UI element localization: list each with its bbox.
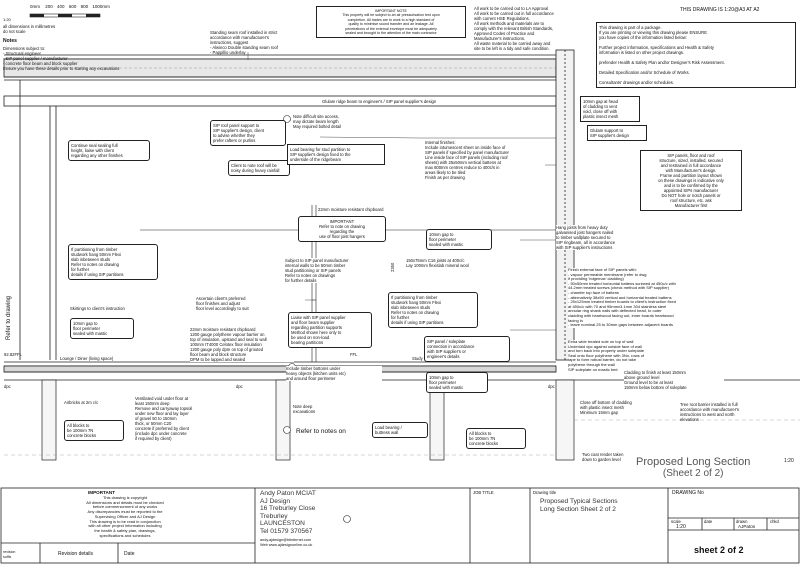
- sheet-number: sheet 2 of 2: [694, 545, 744, 555]
- note-roof-noisy: Client to note roof will be noisy during…: [228, 160, 290, 176]
- title-block-lines: [0, 487, 800, 564]
- room-label-lounge: Lounge / Diner (living space): [60, 356, 114, 361]
- scale-tick-3: 600: [68, 4, 77, 9]
- drawn-value: AJPaton: [738, 524, 756, 529]
- drawn-label: drawn: [736, 519, 748, 524]
- scale-tick-2: 400: [57, 4, 65, 9]
- company-contact: andy.ajdesign@btinternet.com Web www.ajd…: [260, 538, 313, 547]
- level-mid: FFL: [350, 352, 358, 357]
- sheet-title-scale: 1:20: [784, 458, 794, 464]
- note-gap-head: 10mm gap at head of cladding to vent voi…: [580, 96, 640, 122]
- note-package: This drawing is part of a package. If yo…: [596, 22, 796, 88]
- note-client-finishes: Ascertain client's preferred floor finis…: [196, 296, 282, 311]
- note-close-off: Close off bottom of cladding with plasti…: [580, 400, 660, 415]
- dpc-right: dpc: [548, 384, 555, 389]
- sheet-title-main: Proposed Long Section: [636, 456, 751, 468]
- note-blocks-mid: All blocks to be 100mm 7N concrete block…: [466, 428, 526, 449]
- sheet-title-sub: (Sheet 2 of 2): [662, 468, 724, 479]
- note-skirtings: Skirtings to client's instruction: [70, 306, 160, 311]
- scale-ratio: 1:20: [3, 17, 11, 22]
- refer-notes-label: Refer to notes on: [296, 428, 346, 435]
- note-site-access: Note difficult site access, may dictate …: [293, 114, 365, 129]
- notes-body: Dimensions subject to: - Structural engi…: [3, 46, 120, 71]
- scale-value: 1:20: [676, 524, 686, 530]
- drawing-title-label: Drawing title: [533, 490, 557, 495]
- scale-tick-4: 800: [80, 4, 89, 9]
- note-cladding-finish: Cladding to finish at least 150mm above …: [624, 370, 724, 390]
- notes-title: Notes: [3, 38, 17, 44]
- note-partition-mid: If partitioning from timber studwork han…: [388, 292, 478, 328]
- scale-note: THIS DRAWING IS 1:20@A3 AT A2: [680, 7, 760, 13]
- note-deep-excavations: Note deep excavations: [293, 404, 316, 414]
- note-blocks-left: All blocks to be 100mm 7N concrete block…: [64, 420, 124, 441]
- refer-drawing-label: Refer to drawing: [6, 295, 12, 340]
- scale-label: scale: [671, 519, 681, 524]
- note-loadbearing-partition: Load bearing for stud partition to SIP s…: [287, 144, 385, 165]
- note-slab-build-up: 22mm moisture resistant chipboard 1200 g…: [190, 327, 294, 362]
- note-two-coat-render: Two coat render taken down to garden lev…: [582, 452, 624, 462]
- note-gap-floor-top: 10mm gap to floor perimeter sealed with …: [426, 229, 492, 250]
- note-standing-seam: Standing seam roof installed in strict a…: [210, 30, 278, 55]
- scale-tick-5: 1000mm: [92, 4, 110, 9]
- company-details: Andy Paton MCIAT AJ Design 16 Treburley …: [260, 490, 316, 535]
- note-work-standards: All work to be carried out to LA Approva…: [474, 6, 554, 51]
- drawing-no-label: DRAWING No: [672, 490, 704, 496]
- sheet-title: Proposed Long Section (Sheet 2 of 2): [636, 456, 750, 479]
- scale-bar-graphic: [29, 13, 101, 18]
- note-glulam-support: Glulam support to SIP supplier's design: [587, 125, 647, 141]
- level-left: 92.82FFL: [4, 352, 22, 357]
- date-field-label: date: [704, 519, 713, 524]
- ground-hatch: [4, 419, 800, 456]
- foundations: [41, 379, 575, 461]
- revision-suffix-label: revision suffix: [3, 550, 16, 559]
- note-hang-joists: Hang joists from heavy duty galvanised j…: [556, 225, 666, 250]
- leader-lines: [247, 52, 556, 331]
- dpc-mid: dpc: [236, 384, 243, 389]
- note-gap-floor-left: 10mm gap to floor perimeter sealed with …: [70, 318, 134, 339]
- job-title-label: JOB TITLE: [473, 490, 494, 495]
- note-sip-soleplate: SIP panel / soleplate connection in acco…: [424, 336, 510, 362]
- room-label-study: Study: [412, 356, 423, 361]
- note-ridge-beam: Glulam ridge beam to engineer's / SIP pa…: [322, 99, 552, 104]
- note-important-air: IMPORTANT NOTE This property will be sub…: [316, 6, 466, 39]
- drawing-title: Proposed Typical Sections Long Section S…: [540, 498, 618, 513]
- note-ventilated-void: Ventilated void under floor at least 150…: [135, 396, 193, 441]
- note-continue-sealing: Continue seal sealing full height, liais…: [68, 140, 150, 161]
- note-airbricks: Airbricks at 2m c/c: [64, 400, 99, 405]
- date-label: Date: [124, 551, 135, 557]
- note-finish-external: Finish external face of SIP panels with:…: [568, 267, 798, 328]
- dpc-left: dpc: [4, 384, 11, 389]
- note-joist-hangers: IMPORTANT Refer to note on drawing regar…: [298, 216, 386, 242]
- scale-bar-labels: 0mm 200 400 600 800 1000mm: [30, 4, 170, 9]
- note-include-timber: Include timber bottoms under heavy objec…: [286, 366, 382, 381]
- dimension-note: all dimensions in millimetres do not sca…: [3, 24, 56, 34]
- dim-ffl: 2350: [390, 262, 395, 272]
- note-gap-floor-mid: 10mm gap to floor perimeter sealed with …: [426, 372, 488, 393]
- revision-details-label: Revision details: [58, 551, 94, 557]
- note-sip-structure: SIP panels, floor and roof structure, si…: [640, 150, 742, 211]
- important-title: IMPORTANT: [88, 490, 115, 495]
- chkd-label: chkd: [770, 519, 779, 524]
- scale-tick-1: 200: [45, 4, 53, 9]
- important-body: This drawing is copyright All dimensions…: [86, 495, 164, 538]
- note-partition-left: If partitioning from timber studwork han…: [68, 244, 158, 280]
- note-internal-finishes: Internal finishes: Include intumescent s…: [425, 140, 545, 180]
- note-extra-sole: Extra wide treated sole on top of wall U…: [568, 339, 728, 373]
- scale-tick-0: 0mm: [30, 4, 40, 9]
- note-joists: 150x75mm C16 joists at 400c/c Lay 100mm …: [406, 258, 504, 268]
- note-liaise-sip: Liaise with SIP panel supplier and floor…: [288, 312, 372, 348]
- note-chipboard: 22mm moisture resistant chipboard: [318, 207, 428, 212]
- note-load-bearing-wall: Load bearing / buttress wall: [372, 422, 428, 438]
- note-subject-sip: Subject to SIP panel manufacturer intern…: [285, 258, 381, 283]
- left-wall: [19, 80, 57, 360]
- note-tree-root: Tree root barrier installed in full acco…: [680, 402, 739, 422]
- note-sip-roof-panel: SIP roof panel support to SIP supplier's…: [210, 120, 286, 146]
